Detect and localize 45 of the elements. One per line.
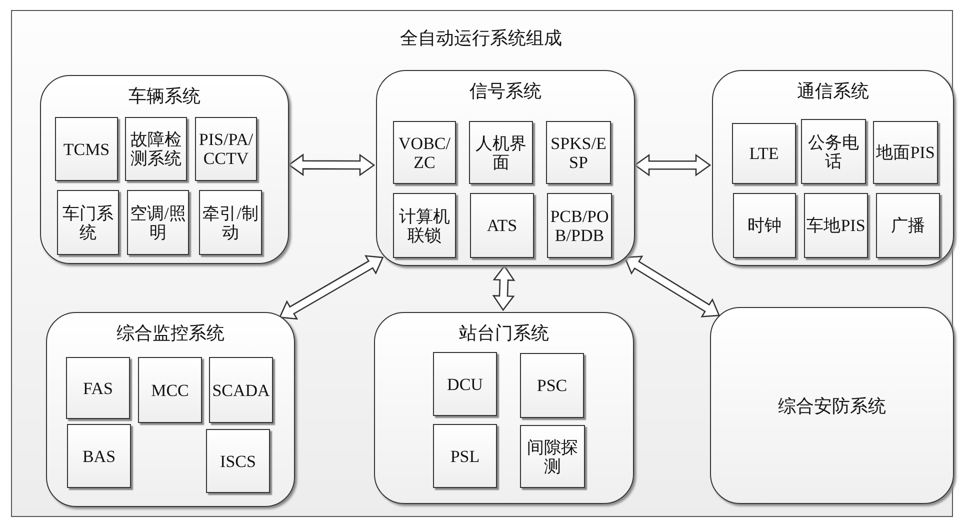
system-box [46,312,295,507]
system-title: 信号系统 [468,80,542,103]
component-box: 牵引/制动 [199,190,262,255]
component-box: 车地PIS [804,193,868,258]
system-box [376,70,635,266]
component-box: VOBC/ZC [393,121,456,184]
component-box: 间隙探测 [520,425,585,488]
system-box [712,70,954,266]
component-box: BAS [67,424,131,488]
component-box: 空调/照明 [127,190,189,255]
double-arrow [624,256,720,318]
component-box: DCU [433,352,497,416]
component-box: 人机界面 [469,121,533,184]
component-box: LTE [732,123,796,184]
component-box: 地面PIS [873,121,938,184]
system-title: 综合监控系统 [116,322,226,345]
system-title: 综合安防系统 [778,394,886,418]
component-box: 故障检测系统 [125,117,187,181]
component-box: PSL [433,424,497,488]
double-arrow [278,255,384,320]
system-box [40,75,289,264]
system-box [710,307,954,504]
component-box: MCC [138,357,202,423]
double-arrow [288,154,376,176]
component-box: FAS [66,357,130,419]
component-box: TCMS [55,117,118,181]
component-box: 车门系统 [57,190,119,255]
component-box: PSC [520,353,584,418]
component-box: 公务电话 [801,119,866,184]
system-title: 车辆系统 [128,85,202,108]
component-box: ATS [470,193,534,258]
component-box: 广播 [876,193,940,258]
double-arrow [492,264,516,312]
component-box: SCADA [209,357,273,423]
system-title: 站台门系统 [458,322,550,345]
component-box: 时钟 [733,193,796,258]
component-box: PCB/POB/PDB [547,193,612,258]
system-title: 通信系统 [796,80,870,103]
system-box [374,312,634,504]
double-arrow [634,154,712,176]
component-box: 计算机联锁 [393,193,456,258]
diagram-title: 全自动运行系统组成 [399,27,563,50]
component-box: ISCS [206,429,270,493]
component-box: SPKS/ESP [546,121,611,184]
component-box: PIS/PA/CCTV [195,117,257,181]
